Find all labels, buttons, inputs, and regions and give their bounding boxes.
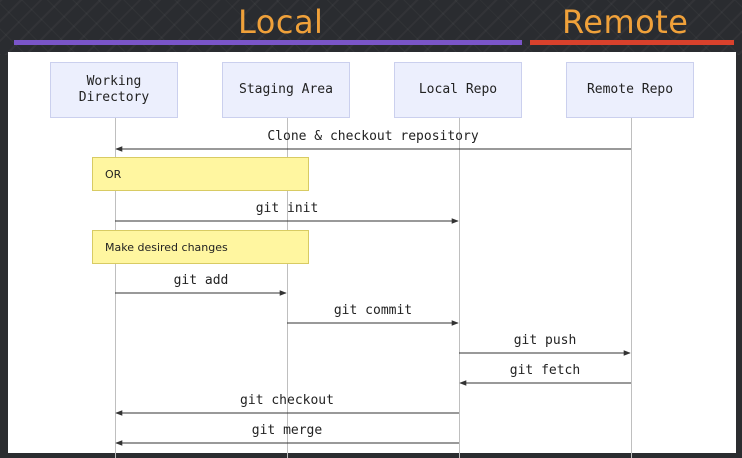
- header-background: [0, 0, 742, 55]
- remote-underline: [530, 40, 734, 45]
- local-heading: Local: [238, 3, 324, 41]
- remote-heading: Remote: [562, 3, 689, 41]
- actor-staging-area: Staging Area: [222, 62, 350, 118]
- actor-working-directory: Working Directory: [50, 62, 178, 118]
- msg-git-merge: git merge: [251, 423, 323, 438]
- msg-git-add: git add: [173, 273, 229, 288]
- actor-local-repo: Local Repo: [394, 62, 522, 118]
- local-underline: [14, 40, 522, 45]
- msg-clone-checkout: Clone & checkout repository: [267, 129, 479, 144]
- lifeline-local-repo: [459, 118, 460, 458]
- message-arrows: [115, 146, 631, 446]
- msg-git-init: git init: [255, 201, 319, 216]
- actor-remote-repo: Remote Repo: [566, 62, 694, 118]
- note-or: OR: [92, 157, 309, 191]
- msg-git-push: git push: [513, 333, 577, 348]
- lifeline-remote-repo: [631, 118, 632, 458]
- lifeline-working-directory: [115, 118, 116, 458]
- msg-git-fetch: git fetch: [509, 363, 581, 378]
- sequence-diagram: Working Directory Staging Area Local Rep…: [8, 52, 736, 458]
- msg-git-checkout: git checkout: [240, 393, 334, 408]
- lifeline-staging-area: [287, 118, 288, 458]
- msg-git-commit: git commit: [333, 303, 413, 318]
- note-make-desired-changes: Make desired changes: [92, 230, 309, 264]
